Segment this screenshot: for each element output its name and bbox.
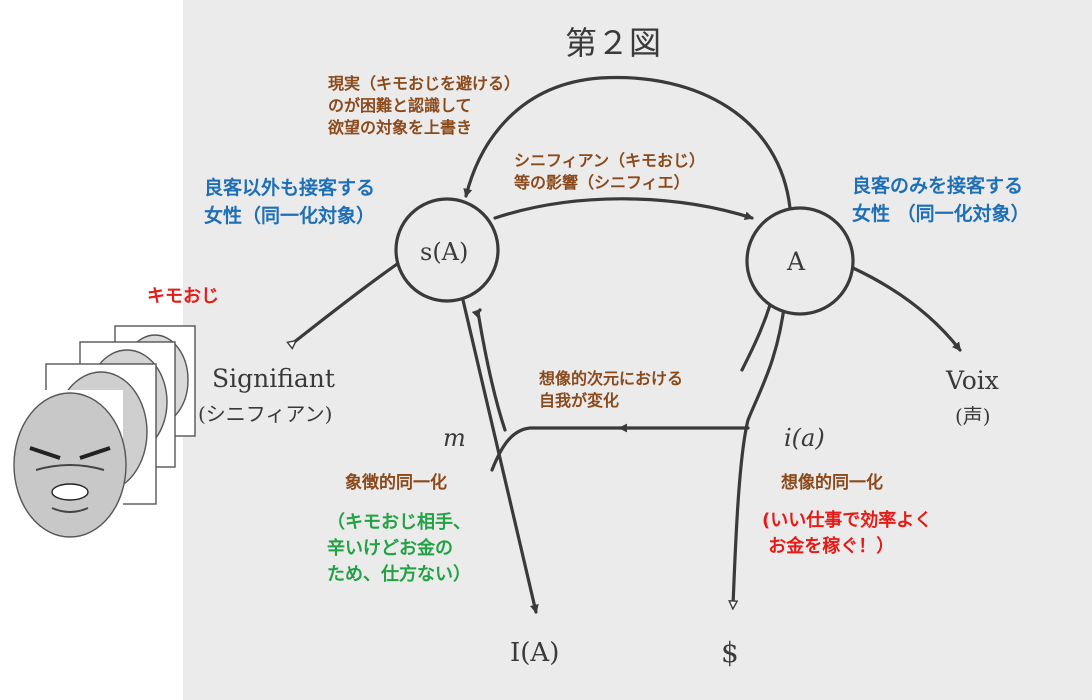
return-arc — [463, 75, 792, 210]
ia-label: i(a) — [784, 424, 825, 452]
node-sA — [394, 197, 500, 303]
imaginary-identification-label: 想像的同一化 — [781, 473, 883, 493]
m-label: m — [443, 424, 466, 452]
diagram-paper — [183, 0, 1092, 700]
node-label-IA: I(A) — [510, 638, 560, 668]
kimo-oji-label: キモおじ — [147, 286, 219, 307]
imaginary-line — [733, 298, 787, 605]
imaginary-note: (いい仕事で効率よく お金を稼ぐ！） — [762, 510, 933, 557]
symbolic-identification-label: 象徴的同一化 — [345, 473, 447, 493]
voix-sub: (声) — [955, 404, 991, 428]
node-A — [745, 206, 855, 316]
node-label-barred-s: $ — [721, 636, 739, 669]
right-woman-annotation: 良客のみを接客する 女性 （同一化対象） — [852, 175, 1030, 225]
ego-return-line — [476, 310, 507, 432]
node-label-sA: s(A) — [420, 238, 469, 266]
reality-annotation: 現実（キモおじを避ける） のが困難と認識して 欲望の対象を上書き — [328, 74, 521, 137]
signifiant-sub: (シニフィアン) — [198, 402, 333, 426]
left-woman-annotation: 良客以外も接客する 女性（同一化対象） — [204, 177, 376, 227]
face-illustration-icon — [8, 325, 196, 550]
voix-label: Voix — [946, 366, 999, 395]
symbolic-note: （キモおじ相手、 辛いけどお金の ため、仕方ない） — [327, 512, 471, 585]
voix-line — [851, 266, 962, 352]
node-label-A: A — [787, 247, 806, 276]
signification-arc — [493, 197, 754, 221]
ego-change-annotation: 想像的次元における 自我が変化 — [539, 369, 684, 410]
signifiant-line — [293, 260, 402, 343]
figure-title: 第２図 — [565, 24, 662, 62]
signifiant-label: Signifiant — [212, 364, 335, 393]
signifier-effect-annotation: シニフィアン（キモおじ） 等の影響（シニフィエ） — [514, 151, 706, 192]
